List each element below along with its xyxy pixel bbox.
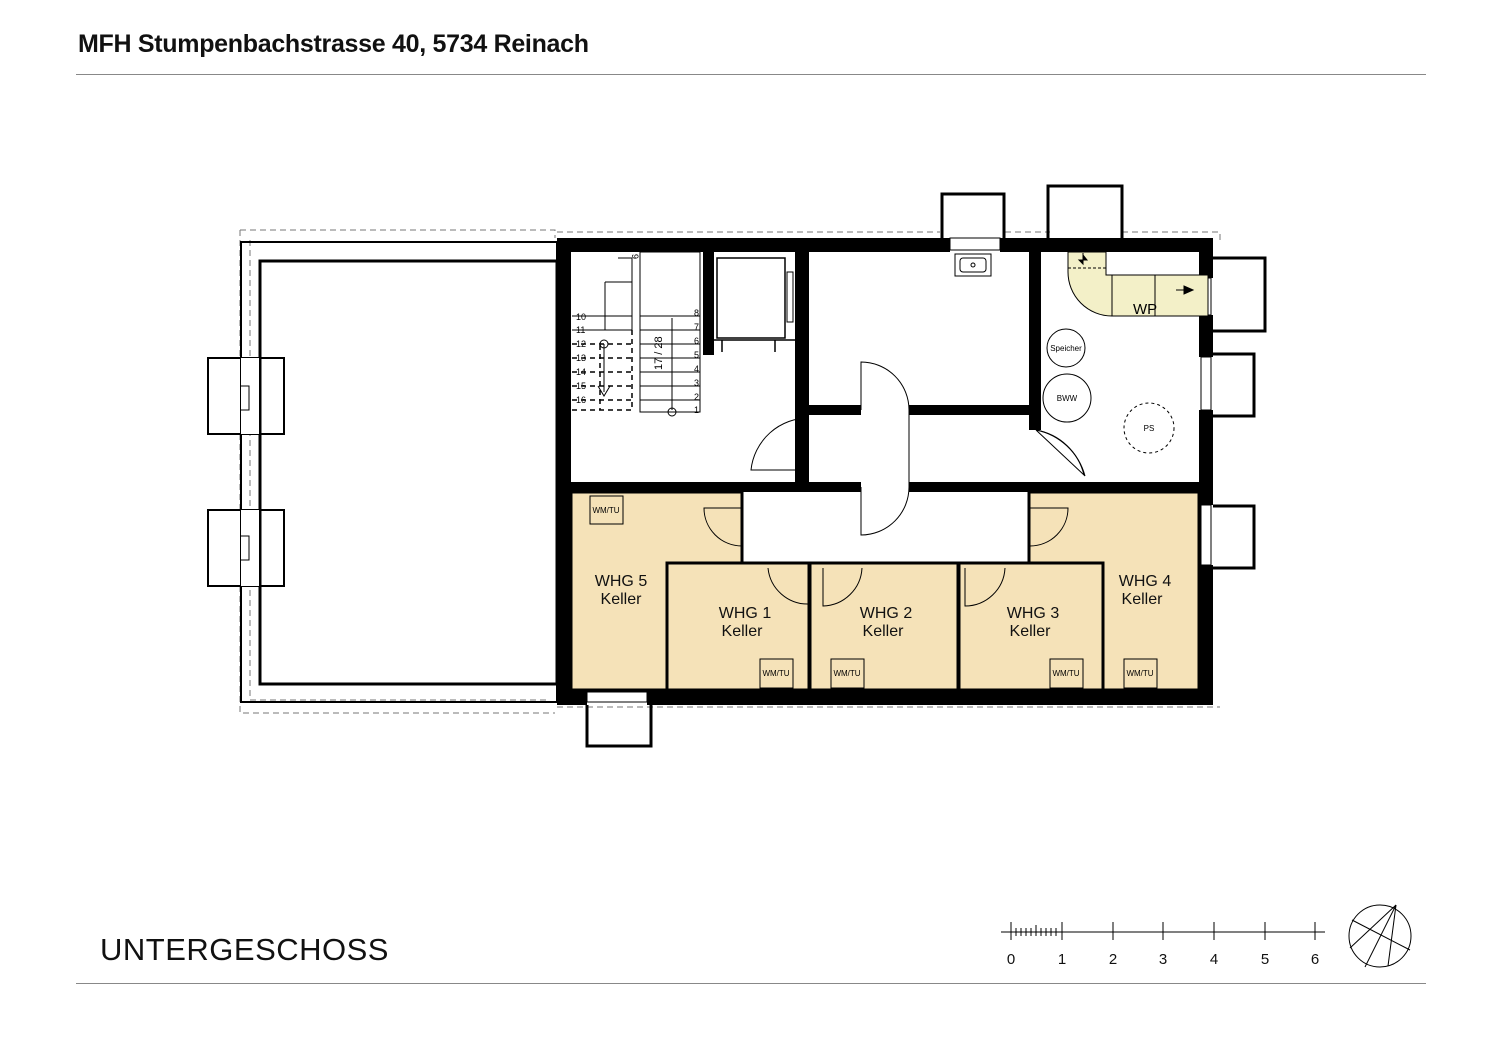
scale-bar-labels: 0 1 2 3 4 5 6 <box>1007 951 1319 968</box>
elevator <box>714 257 795 352</box>
stair-dimension: 17 / 28 <box>653 336 665 370</box>
room-label-whg3-type: Keller <box>1010 623 1052 640</box>
scale-bar <box>1001 922 1325 940</box>
wm-tu-label: WM/TU <box>1126 669 1153 678</box>
wp-label: WP <box>1133 301 1157 318</box>
cellar-compartments <box>569 490 1201 692</box>
walls <box>557 238 1213 705</box>
speicher-label: Speicher <box>1050 344 1082 353</box>
scale-label: 6 <box>1311 951 1319 968</box>
scale-label: 1 <box>1058 951 1066 968</box>
room-label-whg2-type: Keller <box>863 623 905 640</box>
step-number: 13 <box>576 353 586 363</box>
bww-label: BWW <box>1057 394 1078 403</box>
plan-title: MFH Stumpenbachstrasse 40, 5734 Reinach <box>78 30 589 58</box>
room-label-whg5: WHG 5 <box>595 573 648 590</box>
step-number: 9 <box>630 254 640 259</box>
floor-label: UNTERGESCHOSS <box>100 932 389 967</box>
bww-tank: BWW <box>1042 373 1092 423</box>
doors <box>703 361 1086 607</box>
garage-area <box>207 241 559 703</box>
step-number: 8 <box>694 308 699 318</box>
room-labels: WHG 5 Keller WHG 1 Keller WHG 2 Keller W… <box>595 573 1172 640</box>
heat-pump <box>1067 251 1209 317</box>
speicher-tank: Speicher <box>1046 328 1086 368</box>
room-label-whg5-type: Keller <box>601 591 643 608</box>
wm-tu-whg5: WM/TU <box>589 495 624 525</box>
wm-tu-label: WM/TU <box>1052 669 1079 678</box>
room-label-whg4-type: Keller <box>1122 591 1164 608</box>
wm-tu-whg4: WM/TU <box>1123 658 1158 689</box>
washer-dryer-boxes: WM/TU WM/TU WM/TU WM/TU WM/TU <box>589 495 1158 689</box>
wm-tu-whg3: WM/TU <box>1049 658 1084 689</box>
step-number: 10 <box>576 312 586 322</box>
step-number: 6 <box>694 336 699 346</box>
wm-tu-label: WM/TU <box>592 506 619 515</box>
step-number: 14 <box>576 367 586 377</box>
step-number: 3 <box>694 378 699 388</box>
scale-label: 2 <box>1109 951 1117 968</box>
step-number: 11 <box>576 325 585 335</box>
step-number: 2 <box>694 392 699 402</box>
step-number: 1 <box>694 405 699 415</box>
wm-tu-whg1: WM/TU <box>759 658 794 689</box>
room-label-whg1: WHG 1 <box>719 605 772 622</box>
step-number: 12 <box>576 339 586 349</box>
wm-tu-label: WM/TU <box>762 669 789 678</box>
header-rule <box>76 74 1426 75</box>
scale-label: 4 <box>1210 951 1218 968</box>
stair-step-numbers: 8 7 6 5 4 3 2 1 10 11 12 13 14 15 16 9 1… <box>576 254 699 415</box>
room-label-whg4: WHG 4 <box>1119 573 1172 590</box>
room-label-whg3: WHG 3 <box>1007 605 1060 622</box>
step-number: 15 <box>576 381 586 391</box>
step-number: 5 <box>694 350 699 360</box>
scale-label: 0 <box>1007 951 1015 968</box>
room-label-whg1-type: Keller <box>722 623 764 640</box>
step-number: 4 <box>694 364 699 374</box>
scale-label: 5 <box>1261 951 1269 968</box>
ps-tank: PS <box>1123 402 1175 454</box>
staircase <box>572 251 701 417</box>
wm-tu-whg2: WM/TU <box>830 658 865 689</box>
scale-label: 3 <box>1159 951 1167 968</box>
step-number: 7 <box>694 322 699 332</box>
ps-label: PS <box>1144 424 1155 433</box>
room-label-whg2: WHG 2 <box>860 605 913 622</box>
light-wells <box>585 184 1267 748</box>
footer-rule <box>76 983 1426 984</box>
wm-tu-label: WM/TU <box>833 669 860 678</box>
step-number: 16 <box>576 395 586 405</box>
north-arrow-icon <box>1348 904 1412 968</box>
wash-basin-icon <box>954 253 992 277</box>
